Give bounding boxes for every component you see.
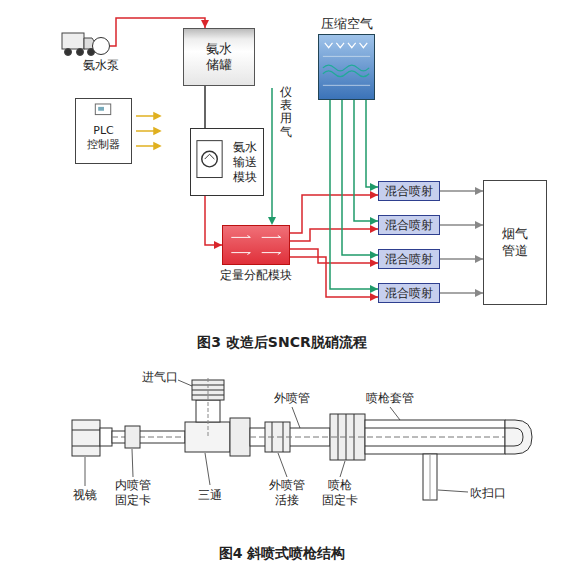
pipe-connector [290,249,378,263]
node-label: 混合喷射 [385,286,433,301]
mixing-injector: 混合喷射 [378,181,440,201]
node-label: 氨水泵 [83,57,119,74]
part-label: 仪表用气 [280,86,292,139]
mixing-injector: 混合喷射 [378,215,440,235]
decoration [223,226,289,264]
node-label: 混合喷射 [385,252,433,267]
part-label: 喷枪套管 [366,391,414,406]
node-label: 氨水 储罐 [206,41,232,74]
part-label: 三通 [198,488,222,503]
node-label: PLC 控制器 [87,124,120,152]
pipe-connector [440,224,483,226]
node-label: 混合喷射 [385,218,433,233]
part-label: 内喷管 固定卡 [115,478,151,508]
part-label: 外喷管 [274,391,310,406]
pipe-connector [330,100,378,289]
pipe-connector [440,258,483,260]
part-label: 外喷管 活接 [269,478,305,508]
pipe-connector [205,196,222,245]
pipe-connector [290,195,378,233]
distribution-module: 定量分配模块 [222,225,290,265]
pipe-connector [440,190,483,192]
pipe-connector [290,257,378,297]
node-label: 氨水 输送 模块 [233,140,257,185]
pipe-connector [204,86,206,128]
part-label: 喷枪 固定卡 [322,478,358,508]
leader-lines [85,380,468,492]
pump-symbol: 氨水泵 [92,37,110,55]
mixing-injector: 混合喷射 [378,283,440,303]
truck-icon [62,33,96,56]
decoration [319,35,374,99]
node-label: 烟气 管道 [502,226,528,259]
figure-caption: 图3 改造后SNCR脱硝流程 [197,334,366,352]
pipe-connector [440,292,483,294]
air-line [268,88,276,225]
controller-box: PLC 控制器 [75,98,132,164]
part-label: 吹扫口 [470,486,506,501]
flue-duct: 烟气 管道 [483,180,547,305]
pipe-connector [366,100,378,187]
delivery-module: 氨水 输送 模块 [190,128,264,196]
signal-arrows [136,113,160,149]
part-label: 视镜 [73,488,97,503]
pipe-connector [290,229,378,241]
mixing-injector: 混合喷射 [378,249,440,269]
compressor-box: 压缩空气 [318,34,375,100]
pipe-connector [354,100,378,221]
figure-caption: 图4 斜喷式喷枪结构 [219,545,346,563]
storage-tank: 氨水 储罐 [183,28,255,86]
pipe-connector [342,100,378,255]
part-label: 进气口 [142,370,178,385]
node-label: 压缩空气 [321,15,373,33]
node-label: 定量分配模块 [220,267,292,284]
node-label: 混合喷射 [385,184,433,199]
